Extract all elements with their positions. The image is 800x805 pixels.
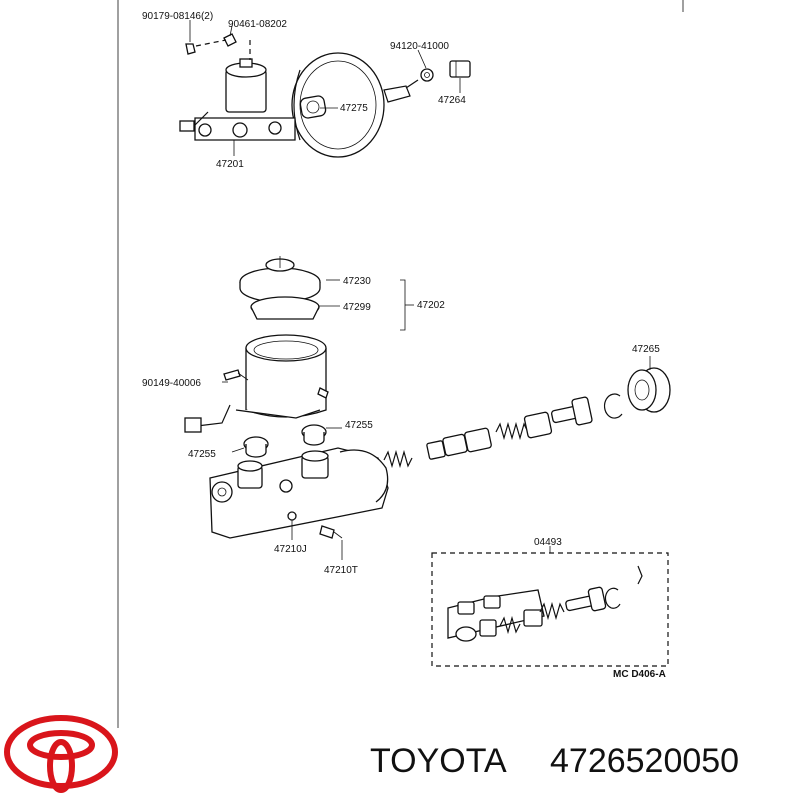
label-90179-08146: 90179-08146(2)	[142, 11, 213, 22]
label-90149-40006: 90149-40006	[142, 378, 201, 389]
brand-name: TOYOTA	[370, 742, 507, 780]
label-04493: 04493	[534, 537, 562, 548]
label-47264: 47264	[438, 95, 466, 106]
figure-code: MC D406-A	[613, 669, 666, 680]
piston-set-illustration	[383, 356, 671, 469]
top-assembly-illustration	[179, 20, 471, 158]
part-number: 4726520050	[550, 742, 739, 780]
label-47265: 47265	[632, 344, 660, 355]
toyota-logo	[4, 715, 118, 793]
reservoir-illustration	[184, 256, 414, 458]
label-47275: 47275	[340, 103, 368, 114]
label-47210T: 47210T	[324, 565, 358, 576]
label-94120-41000: 94120-41000	[390, 41, 449, 52]
label-47202: 47202	[417, 300, 445, 311]
master-cylinder-illustration	[209, 447, 389, 560]
label-90461-08202: 90461-08202	[228, 19, 287, 30]
label-47210J: 47210J	[274, 544, 307, 555]
label-47255-upper: 47255	[345, 420, 373, 431]
repair-kit-box	[431, 546, 669, 667]
label-47201: 47201	[216, 159, 244, 170]
label-47299: 47299	[343, 302, 371, 313]
label-47230: 47230	[343, 276, 371, 287]
label-47255-lower: 47255	[188, 449, 216, 460]
